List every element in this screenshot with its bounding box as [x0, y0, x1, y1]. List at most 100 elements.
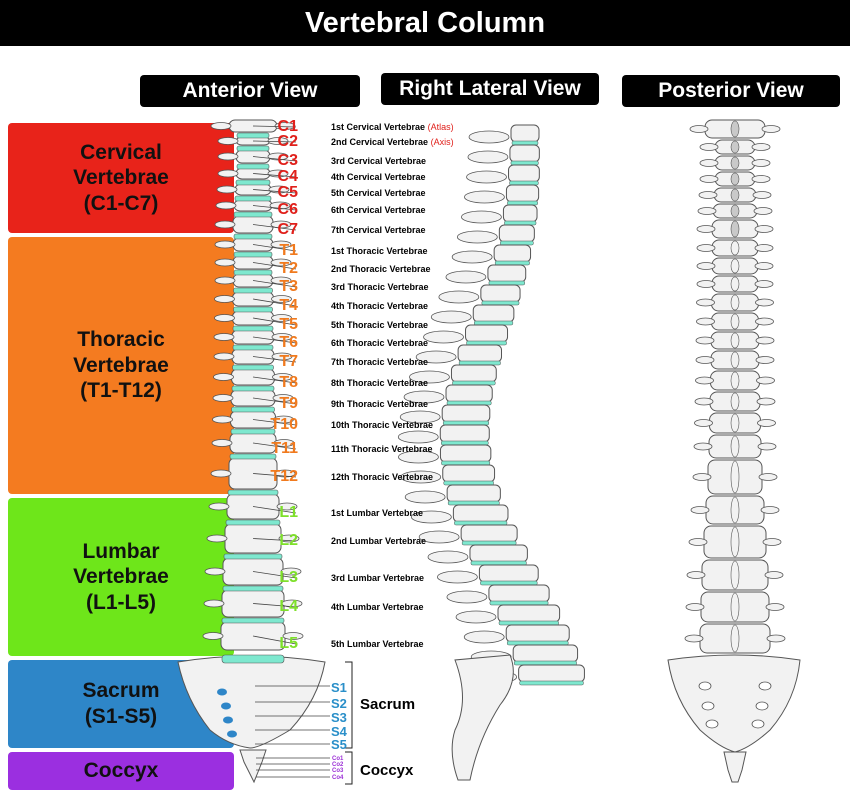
vertebra-code-c1: C1 [277, 118, 298, 135]
leader-line [252, 473, 297, 478]
anterior-transverse-process [269, 201, 291, 210]
lateral-spinous-process [455, 610, 497, 624]
posterior-transverse-process [697, 207, 717, 215]
lateral-disc [452, 380, 496, 386]
lateral-disc [488, 280, 525, 286]
region-thoracic: Thoracic Vertebrae (T1-T12) [8, 237, 234, 494]
lateral-spinous-process [430, 310, 472, 324]
lateral-disc [454, 520, 508, 526]
anterior-sacral-foramen [221, 702, 231, 710]
vertebra-name-c1: 1st Cervical Vertebrae (Atlas) [331, 122, 454, 132]
lateral-disc [461, 540, 517, 546]
vertebra-note: (Atlas) [427, 122, 454, 132]
vertebra-code-c7: C7 [277, 221, 298, 238]
lateral-vertebra-body [512, 644, 579, 663]
posterior-transverse-process [754, 280, 774, 288]
vertebra-name-l4: 4th Lumbar Vertebrae [331, 602, 424, 612]
region-coccyx-label: Coccyx [83, 759, 159, 783]
vertebra-name-text: 3rd Cervical Vertebrae [331, 156, 427, 166]
anterior-disc [235, 179, 271, 186]
vertebra-code-t1: T1 [279, 242, 298, 259]
posterior-transverse-process [696, 317, 715, 326]
posterior-sacral-foramen [755, 701, 769, 711]
anterior-disc [233, 306, 273, 313]
posterior-sacral-foramen [701, 701, 715, 711]
posterior-transverse-process [690, 506, 710, 514]
leader-line [252, 125, 297, 128]
leader-line [252, 376, 297, 384]
lateral-vertebra-body [480, 284, 521, 303]
coccyx-group-label: Coccyx [360, 762, 414, 779]
lateral-disc [442, 420, 490, 426]
vertebra-name-t2: 2nd Thoracic Vertebrae [331, 264, 431, 274]
lateral-disc [506, 640, 569, 646]
lateral-disc [500, 240, 534, 246]
anterior-transverse-process [273, 439, 295, 447]
posterior-transverse-process [689, 125, 709, 133]
posterior-transverse-process [685, 603, 705, 611]
posterior-transverse-process [754, 244, 774, 252]
lateral-spinous-process [410, 510, 452, 524]
posterior-spinous-process [730, 526, 740, 558]
leader-line [252, 244, 297, 252]
lateral-spinous-process [415, 350, 457, 364]
leader-line [252, 336, 297, 344]
posterior-transverse-process [699, 159, 719, 167]
anterior-transverse-process [214, 258, 236, 267]
posterior-transverse-process [696, 280, 716, 288]
vertebra-name-t8: 8th Thoracic Vertebrae [331, 378, 428, 388]
lateral-spinous-process [467, 150, 509, 164]
anterior-transverse-process [213, 333, 235, 341]
sacrum-code-s1: S1 [331, 680, 347, 695]
anterior-transverse-process [217, 169, 239, 178]
vertebra-code-t12: T12 [270, 468, 298, 485]
leader-line [252, 189, 297, 194]
region-thoracic-label: Thoracic Vertebrae (T1-T12) [73, 328, 169, 403]
region-sacrum-label: Sacrum (S1-S5) [82, 679, 160, 728]
vertebra-name-t6: 6th Thoracic Vertebrae [331, 338, 428, 348]
lateral-view-label: Right Lateral View [381, 73, 599, 105]
vertebra-code-t7: T7 [279, 353, 298, 370]
posterior-transverse-process [698, 191, 718, 199]
vertebra-code-l5: L5 [279, 635, 298, 652]
lateral-vertebra-body [518, 664, 585, 683]
lateral-spinous-process [404, 490, 446, 504]
posterior-spinous-process [730, 313, 740, 330]
vertebra-code-c5: C5 [277, 184, 298, 201]
anterior-sacral-foramen [217, 688, 227, 696]
anterior-transverse-process [206, 534, 228, 543]
posterior-transverse-process [757, 419, 776, 427]
anterior-transverse-process [208, 502, 230, 511]
anterior-transverse-process [202, 632, 224, 640]
leader-line [252, 506, 297, 514]
vertebra-name-t1: 1st Thoracic Vertebrae [331, 246, 428, 256]
vertebra-name-t5: 5th Thoracic Vertebrae [331, 320, 428, 330]
anterior-transverse-process [270, 276, 292, 285]
vertebra-name-c6: 6th Cervical Vertebrae [331, 205, 426, 215]
lateral-disc [446, 400, 492, 406]
posterior-transverse-process [751, 159, 771, 167]
vertebra-code-t8: T8 [279, 374, 298, 391]
posterior-spinous-process [730, 435, 740, 458]
posterior-transverse-process [755, 317, 774, 326]
anterior-transverse-process [217, 152, 239, 161]
vertebra-name-text: 1st Thoracic Vertebrae [331, 246, 428, 256]
lateral-vertebra-body [505, 184, 540, 203]
lateral-disc [481, 300, 520, 306]
lateral-spinous-process [399, 410, 441, 424]
sacrum-group-label: Sacrum [360, 696, 416, 713]
posterior-view-label: Posterior View [622, 75, 840, 107]
anterior-transverse-process [274, 469, 296, 478]
anterior-disc [227, 489, 279, 496]
posterior-spinous-process [730, 276, 740, 292]
posterior-transverse-process [695, 356, 715, 364]
leader-line [252, 156, 297, 162]
posterior-transverse-process [758, 473, 778, 481]
leader-line [252, 298, 297, 307]
vertebra-code-c3: C3 [277, 152, 298, 169]
lateral-spinous-process [461, 210, 502, 224]
lateral-vertebra-body [510, 124, 540, 143]
posterior-transverse-process [699, 143, 719, 151]
leader-line [252, 356, 297, 363]
